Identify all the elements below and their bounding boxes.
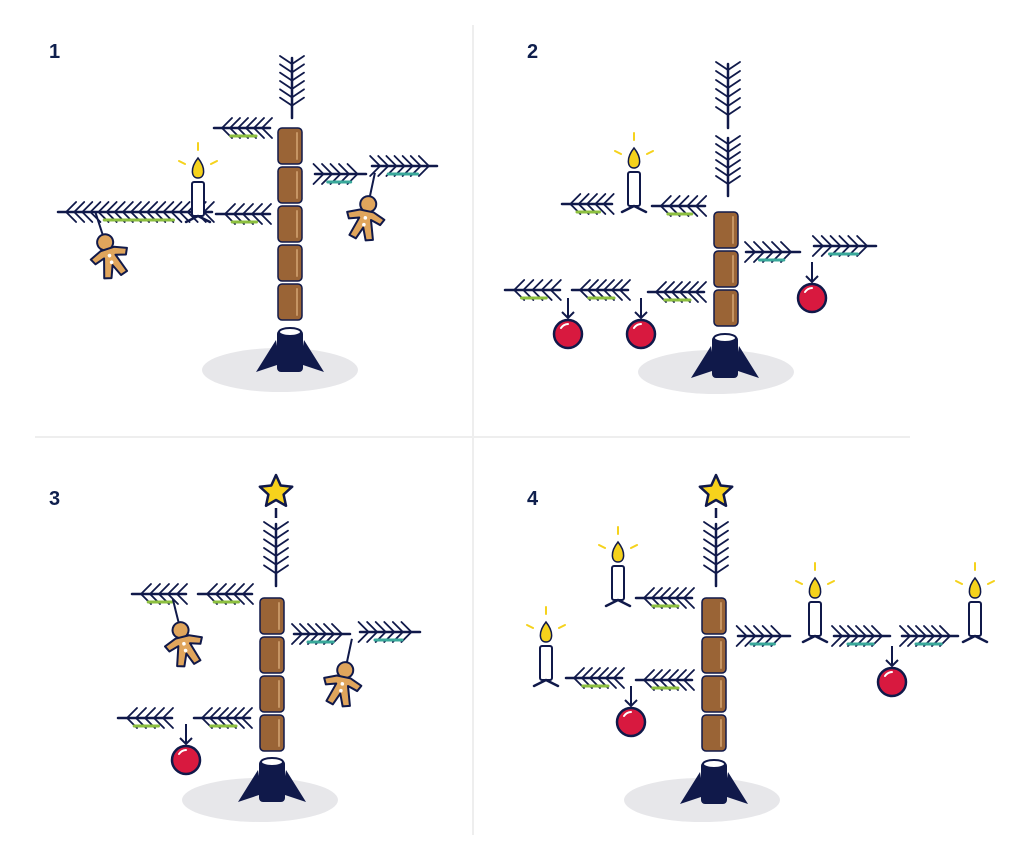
branch xyxy=(214,203,272,225)
branch xyxy=(744,241,802,263)
tree-trunk xyxy=(277,127,303,321)
branch xyxy=(212,117,273,139)
tree-stand-icon xyxy=(691,333,759,378)
gingerbread-man-icon xyxy=(89,211,129,280)
branch xyxy=(503,279,562,301)
branch xyxy=(560,193,615,215)
tree-top-sprig xyxy=(703,521,729,588)
branch xyxy=(634,587,695,609)
branch xyxy=(196,583,254,605)
illustrations xyxy=(56,55,995,822)
tree-stand-icon xyxy=(256,327,324,372)
panel-dividers xyxy=(35,25,910,835)
ornament-icon xyxy=(552,298,584,350)
candle-icon xyxy=(598,526,638,608)
star-icon xyxy=(258,473,294,518)
branch xyxy=(291,623,352,645)
tree-top-sprig xyxy=(279,55,305,120)
gingerbread-man-icon xyxy=(346,172,386,242)
star-icon xyxy=(698,473,734,518)
ornament-icon xyxy=(625,298,657,350)
branch xyxy=(130,583,188,605)
tree-stand-icon xyxy=(238,757,306,802)
candle-icon xyxy=(526,606,566,688)
tree-top-sprig xyxy=(715,61,741,130)
gingerbread-man-icon xyxy=(164,598,203,668)
branch xyxy=(570,279,631,301)
ornament-icon xyxy=(170,724,202,776)
branch xyxy=(634,669,695,691)
panel-3-number: 3 xyxy=(49,488,60,510)
branch xyxy=(811,235,878,257)
branch xyxy=(369,155,439,177)
branch xyxy=(650,195,708,217)
candle-icon xyxy=(614,132,654,214)
branch xyxy=(831,625,892,647)
ornament-icon xyxy=(876,646,908,698)
tree-trunk xyxy=(259,597,285,752)
panel-2-number: 2 xyxy=(527,41,538,63)
tree-trunk xyxy=(701,597,727,752)
branch xyxy=(312,163,368,185)
branch xyxy=(899,625,960,647)
ornament-icon xyxy=(796,262,828,314)
ornament-icon xyxy=(615,686,647,738)
branch xyxy=(735,625,792,647)
tree-stand-icon xyxy=(680,759,748,804)
branch xyxy=(646,281,707,303)
panel-4-number: 4 xyxy=(527,488,539,510)
gingerbread-man-icon xyxy=(323,638,363,708)
panel-1-number: 1 xyxy=(49,41,60,63)
candle-icon xyxy=(955,562,995,644)
branch xyxy=(192,707,253,729)
candle-icon xyxy=(795,562,835,644)
tree-top-sprig xyxy=(263,521,289,588)
tree-trunk xyxy=(713,211,739,327)
branch xyxy=(116,707,174,729)
branch xyxy=(564,667,625,689)
tree-top-sprig xyxy=(715,135,741,198)
candle-icon xyxy=(178,142,218,224)
branch xyxy=(357,621,422,643)
